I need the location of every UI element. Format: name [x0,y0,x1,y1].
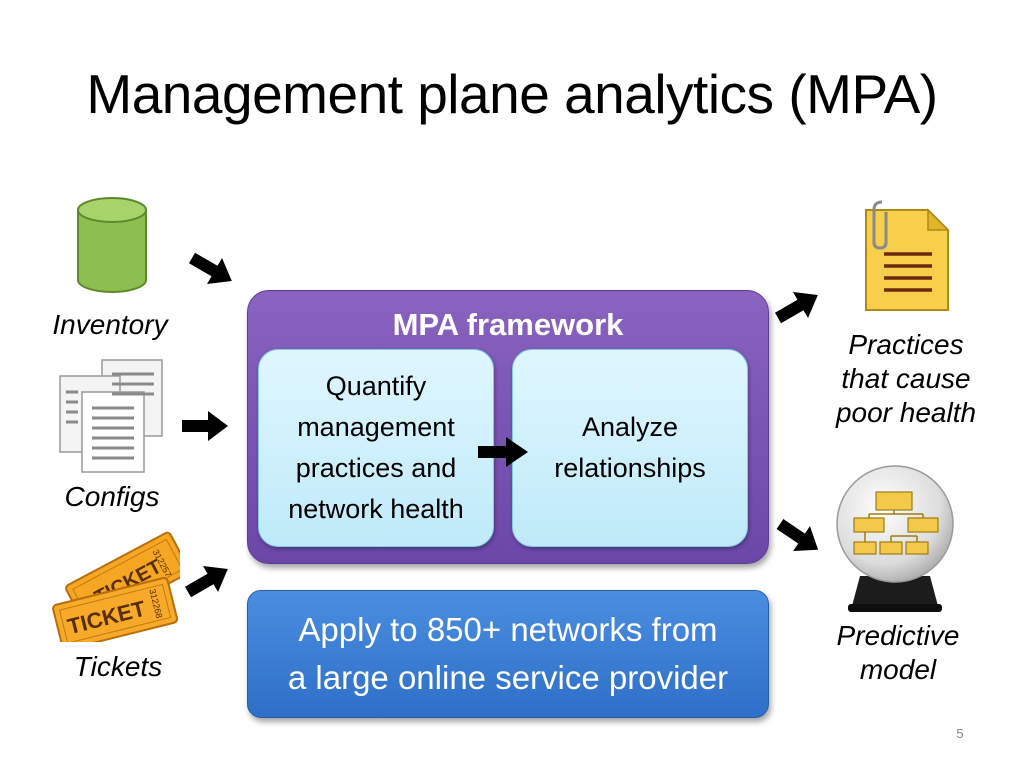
quantify-step-box: Quantify management practices and networ… [258,349,494,547]
apply-line: Apply to 850+ networks from [298,611,718,648]
arrow-configs-icon [182,411,228,441]
analyze-step-box: Analyze relationships [512,349,748,547]
tickets-icon: TICKET 312257 TICKET 312268 [52,531,180,642]
step1-line: network health [288,494,464,524]
database-icon [77,197,147,293]
step1-line: management [297,412,455,442]
arrow-model-icon [771,511,827,563]
step2-line: relationships [554,453,706,483]
step1-line: practices and [295,453,457,483]
framework-title: MPA framework [392,307,624,342]
page-number: 5 [956,726,964,741]
tickets-label: Tickets [73,651,163,682]
practices-line: poor health [835,397,977,428]
documents-icon [59,359,163,473]
arrow-step-icon [478,437,528,467]
predictive-label: Predictive model [808,619,988,687]
mpa-framework-box: MPA framework Quantify management practi… [247,290,769,564]
predictive-line: Predictive [836,620,960,651]
practices-line: that cause [841,363,971,394]
paperclip-icon [872,200,888,250]
arrow-practices-icon [770,282,826,331]
step2-line: Analyze [581,412,679,442]
arrow-inventory-icon [184,245,240,294]
step1-line: Quantify [325,371,427,401]
practices-line: Practices [848,329,964,360]
crystal-ball-icon [836,465,954,612]
report-document-icon [865,200,950,311]
configs-label: Configs [64,481,160,512]
inventory-label: Inventory [52,309,168,340]
arrow-tickets-icon [180,556,236,605]
practices-label: Practices that cause poor health [816,328,996,430]
slide-title: Management plane analytics (MPA) [86,63,938,125]
apply-box: Apply to 850+ networks from a large onli… [247,590,769,718]
predictive-line: model [859,654,937,685]
apply-line: a large online service provider [287,659,729,696]
